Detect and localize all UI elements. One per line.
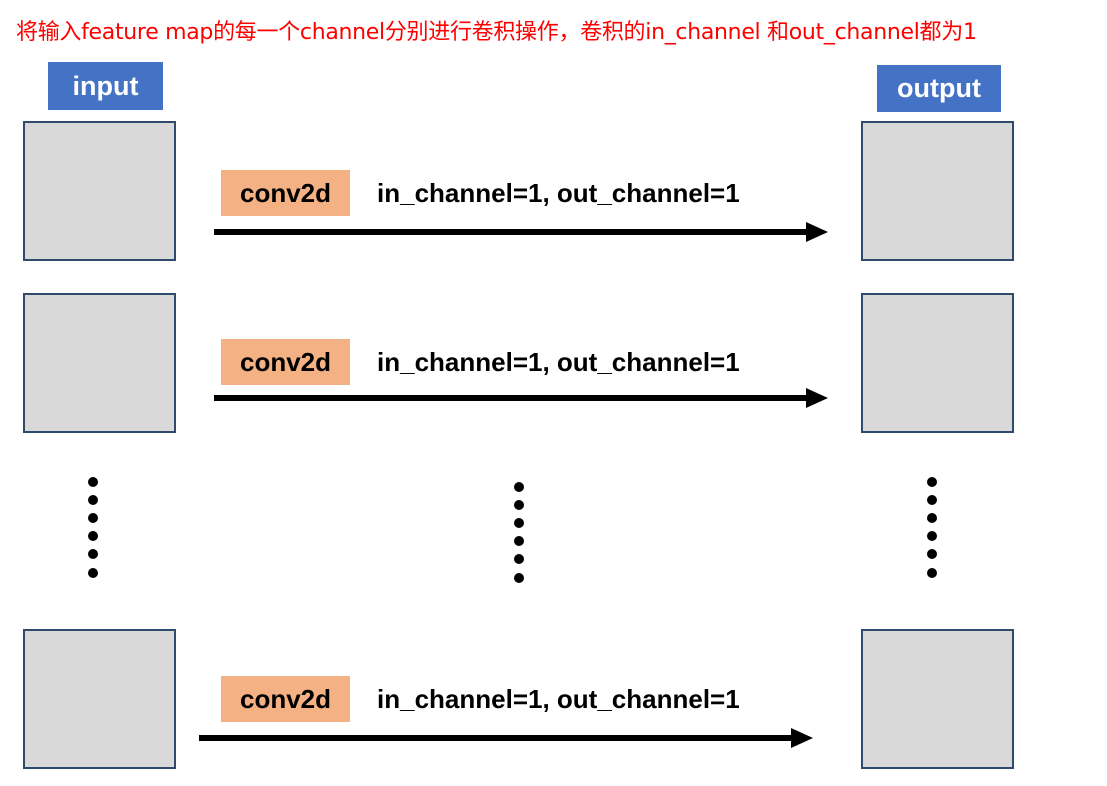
input-channel-1 [23,121,176,261]
input-channel-2 [23,293,176,433]
arrow-n [199,728,813,748]
conv-params-n: in_channel=1, out_channel=1 [377,684,740,714]
conv2d-label-2: conv2d [221,339,350,385]
input-ellipsis [88,477,98,578]
conv-params-2: in_channel=1, out_channel=1 [377,347,740,377]
input-channel-n [23,629,176,769]
output-channel-2 [861,293,1014,433]
arrow-1 [214,222,828,242]
arrow-2 [214,388,828,408]
output-ellipsis [927,477,937,578]
middle-ellipsis [514,482,524,583]
conv-params-1: in_channel=1, out_channel=1 [377,178,740,208]
diagram-title: 将输入feature map的每一个channel分别进行卷积操作，卷积的in_… [16,20,977,45]
output-header: output [877,65,1001,112]
output-channel-n [861,629,1014,769]
conv2d-label-n: conv2d [221,676,350,722]
input-header: input [48,62,163,110]
output-channel-1 [861,121,1014,261]
conv2d-label-1: conv2d [221,170,350,216]
